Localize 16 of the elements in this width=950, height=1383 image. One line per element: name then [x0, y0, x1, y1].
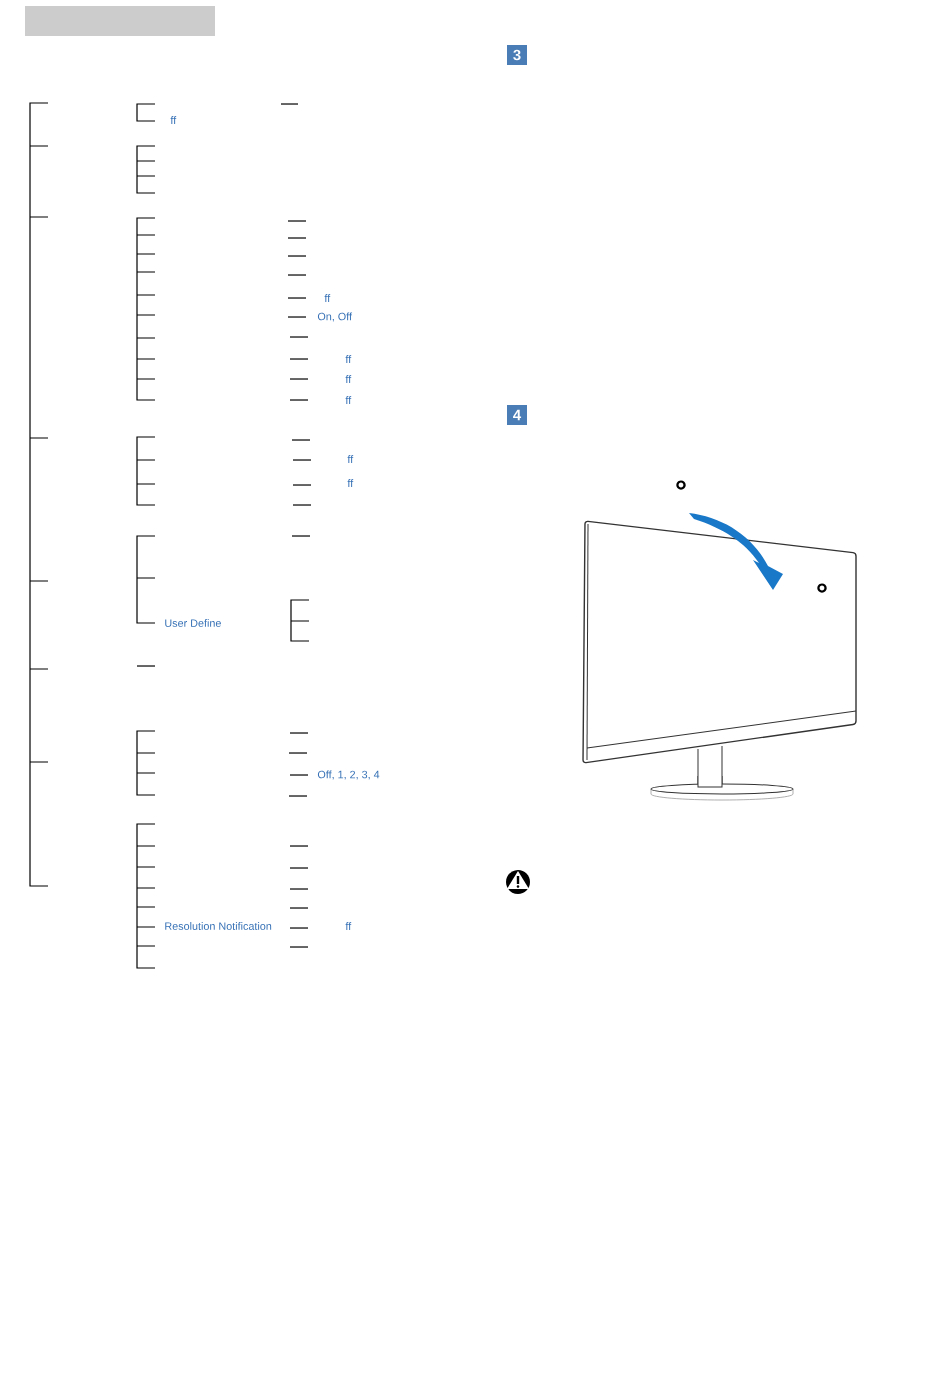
degree-sign: °	[676, 480, 686, 490]
step-badge: 4	[507, 405, 527, 425]
step-badge: 3	[507, 45, 527, 65]
option-value: ff	[347, 455, 354, 463]
option-value: ff	[345, 922, 352, 930]
option-value: On, Off	[317, 312, 353, 322]
option-value: ff	[170, 116, 177, 124]
option-value: Off, 1, 2, 3, 4	[317, 770, 380, 780]
menu-item: Resolution Notification	[165, 922, 272, 930]
option-value: ff	[347, 479, 354, 487]
option-value: ff	[345, 396, 352, 404]
option-value: ff	[345, 355, 352, 363]
option-value: ff	[324, 294, 331, 302]
menu-item: User Define	[165, 619, 221, 627]
degree-sign: °	[817, 583, 827, 593]
option-value: ff	[345, 375, 352, 383]
